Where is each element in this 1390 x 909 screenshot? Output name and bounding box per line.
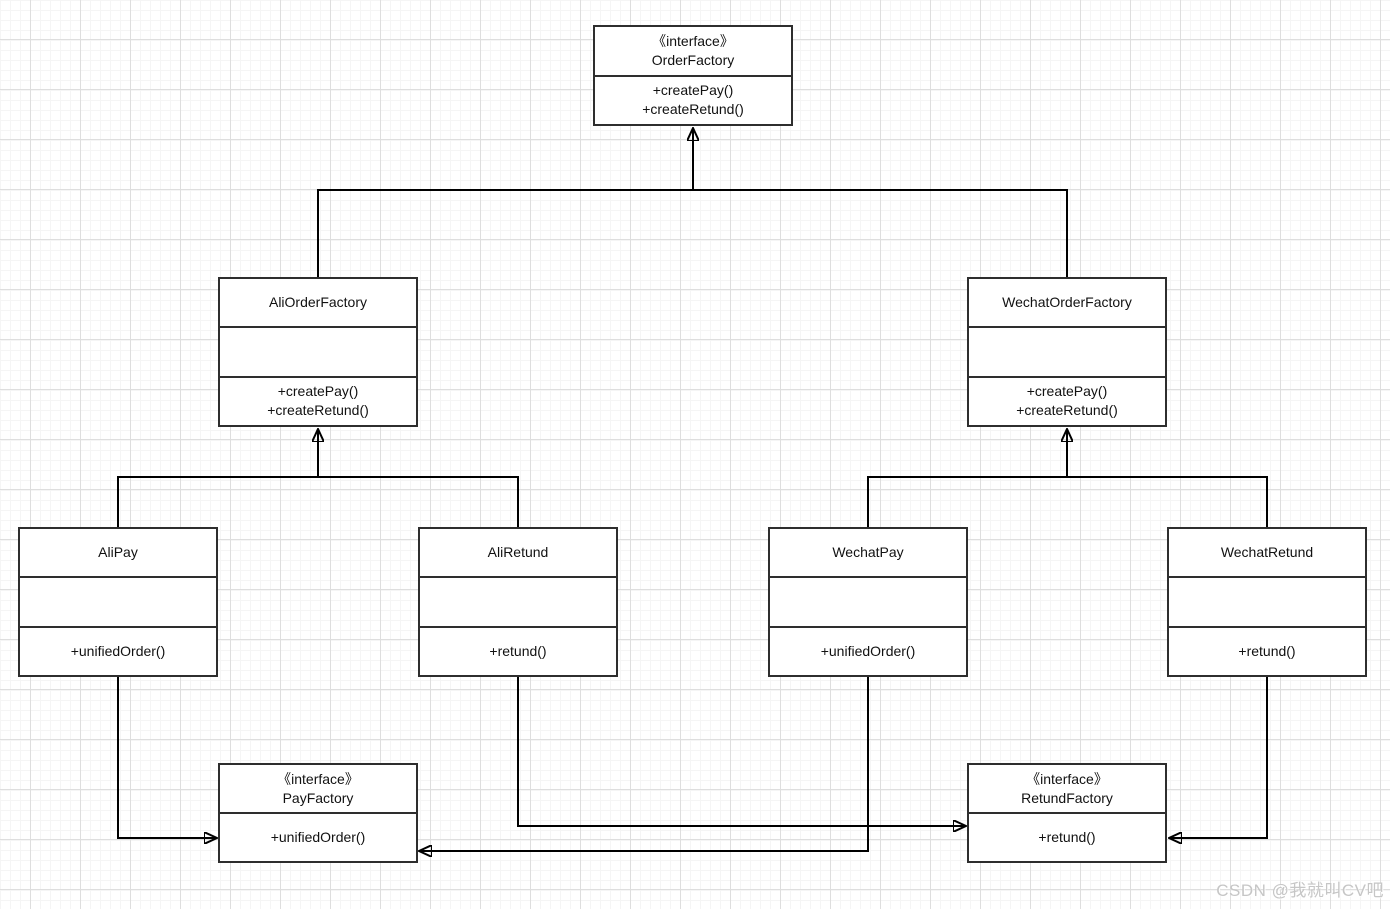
class-wechat-order-factory: WechatOrderFactory +createPay() +createR… <box>967 277 1167 427</box>
class-methods: +unifiedOrder() <box>220 812 416 861</box>
class-name: WechatOrderFactory <box>1002 294 1132 311</box>
class-title: 《interface》 RetundFactory <box>969 765 1165 812</box>
method-label: +unifiedOrder() <box>70 642 166 659</box>
class-title: AliPay <box>20 529 216 576</box>
class-pay-factory: 《interface》 PayFactory +unifiedOrder() <box>218 763 418 863</box>
class-methods: +retund() <box>1169 625 1365 675</box>
class-aliretund: AliRetund +retund() <box>418 527 618 677</box>
arrow-wechatretund-to-retundfactory <box>1170 676 1268 838</box>
class-name: AliOrderFactory <box>268 294 368 311</box>
stereotype-label: 《interface》 <box>1026 770 1108 787</box>
class-title: AliOrderFactory <box>220 279 416 326</box>
class-attributes <box>20 576 216 625</box>
class-name: AliPay <box>98 544 138 561</box>
class-methods: +createPay() +createRetund() <box>595 74 791 125</box>
class-alipay: AliPay +unifiedOrder() <box>18 527 218 677</box>
rail-wechatorderfactory <box>867 476 1268 527</box>
class-title: 《interface》 OrderFactory <box>595 27 791 75</box>
arrow-aliretund-to-retundfactory <box>517 676 965 826</box>
stereotype-label: 《interface》 <box>652 32 734 49</box>
class-name: WechatPay <box>832 544 904 561</box>
class-retund-factory: 《interface》 RetundFactory +retund() <box>967 763 1167 863</box>
method-label: +retund() <box>489 642 547 659</box>
class-name: WechatRetund <box>1220 544 1314 561</box>
class-name: RetundFactory <box>1021 789 1113 806</box>
class-wechatpay: WechatPay +unifiedOrder() <box>768 527 968 677</box>
class-title: 《interface》 PayFactory <box>220 765 416 812</box>
class-name: PayFactory <box>282 789 354 806</box>
class-name: OrderFactory <box>651 51 735 68</box>
class-title: WechatPay <box>770 529 966 576</box>
method-label: +createRetund() <box>267 402 369 419</box>
class-title: WechatRetund <box>1169 529 1365 576</box>
class-methods: +createPay() +createRetund() <box>969 375 1165 425</box>
class-methods: +retund() <box>969 812 1165 861</box>
method-label: +unifiedOrder() <box>270 829 366 845</box>
class-methods: +unifiedOrder() <box>770 625 966 675</box>
class-attributes <box>220 326 416 375</box>
class-wechatretund: WechatRetund +retund() <box>1167 527 1367 677</box>
class-attributes <box>420 576 616 625</box>
class-methods: +unifiedOrder() <box>20 625 216 675</box>
class-title: AliRetund <box>420 529 616 576</box>
class-name: AliRetund <box>487 544 549 561</box>
class-title: WechatOrderFactory <box>969 279 1165 326</box>
rail-aliorderfactory <box>117 476 519 527</box>
class-methods: +retund() <box>420 625 616 675</box>
class-ali-order-factory: AliOrderFactory +createPay() +createRetu… <box>218 277 418 427</box>
arrow-wechatpay-to-payfactory <box>420 676 869 851</box>
method-label: +retund() <box>1238 642 1296 659</box>
class-attributes <box>770 576 966 625</box>
rail-orderfactory <box>317 189 1068 277</box>
arrow-alipay-to-payfactory <box>117 676 216 838</box>
class-attributes <box>969 326 1165 375</box>
stereotype-label: 《interface》 <box>277 770 359 787</box>
method-label: +unifiedOrder() <box>820 642 916 659</box>
csdn-watermark: CSDN @我就叫CV吧 <box>1216 881 1384 900</box>
method-label: +createPay() <box>652 82 734 99</box>
class-attributes <box>1169 576 1365 625</box>
method-label: +createPay() <box>277 383 359 400</box>
class-order-factory: 《interface》 OrderFactory +createPay() +c… <box>593 25 793 126</box>
method-label: +createPay() <box>1026 383 1108 400</box>
method-label: +createRetund() <box>1016 402 1118 419</box>
class-methods: +createPay() +createRetund() <box>220 375 416 425</box>
method-label: +createRetund() <box>642 101 744 118</box>
method-label: +retund() <box>1038 829 1096 845</box>
